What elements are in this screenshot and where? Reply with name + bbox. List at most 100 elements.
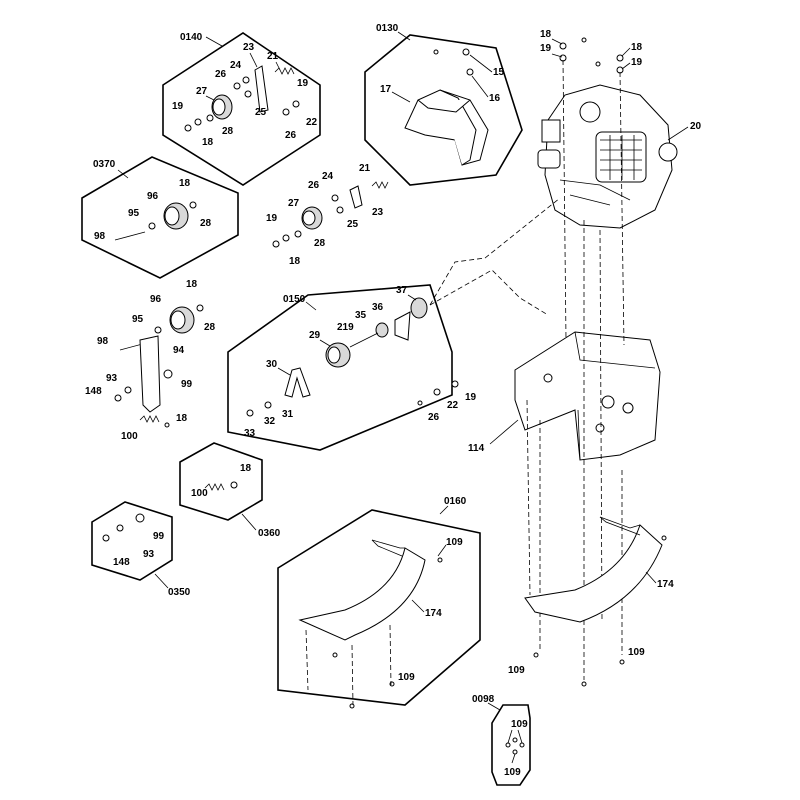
callout-28: 28 (204, 322, 216, 333)
callout-28: 28 (222, 126, 234, 137)
callout-18: 18 (176, 413, 188, 424)
callout-18: 18 (240, 463, 252, 474)
callout-93: 93 (106, 373, 118, 384)
group-0098-outline[interactable] (491, 704, 531, 786)
callout-19: 19 (465, 392, 477, 403)
pulley-cover-part[interactable] (404, 89, 489, 166)
callout-21: 21 (359, 163, 371, 174)
callout-109: 109 (628, 647, 645, 658)
callout-96: 96 (150, 294, 162, 305)
idler-arm-parts (114, 304, 204, 428)
callout-99: 99 (181, 379, 193, 390)
callout-20: 20 (690, 121, 702, 132)
callout-32: 32 (264, 416, 276, 427)
callout-95: 95 (128, 208, 140, 219)
group-label-0150: 0150 (283, 294, 306, 305)
callout-19: 19 (172, 101, 184, 112)
callout-96: 96 (147, 191, 159, 202)
callout-95: 95 (132, 314, 144, 325)
group-0370-outline[interactable] (81, 156, 239, 279)
callout-31: 31 (282, 409, 294, 420)
callout-18: 18 (289, 256, 301, 267)
callout-27: 27 (196, 86, 208, 97)
callout-24: 24 (322, 171, 334, 182)
callout-100: 100 (121, 431, 138, 442)
callout-100: 100 (191, 488, 208, 499)
callout-33: 33 (244, 428, 256, 439)
callout-109: 109 (511, 719, 528, 730)
callout-28: 28 (200, 218, 212, 229)
group-0140-parts (184, 65, 300, 132)
callout-27: 27 (288, 198, 300, 209)
callout-148: 148 (85, 386, 102, 397)
drive-pulley-part[interactable] (410, 297, 428, 319)
group-0360-outline[interactable] (179, 442, 263, 521)
callout-99: 99 (153, 531, 165, 542)
callout-109: 109 (508, 665, 525, 676)
callout-148: 148 (113, 557, 130, 568)
callout-109: 109 (446, 537, 463, 548)
callout-219: 219 (337, 322, 354, 333)
callout-19: 19 (631, 57, 643, 68)
callout-22: 22 (447, 400, 459, 411)
callout-25: 25 (255, 107, 267, 118)
skid-plate-part[interactable] (298, 539, 426, 641)
bracket-part[interactable] (254, 65, 269, 113)
callout-109: 109 (398, 672, 415, 683)
group-0350-parts (102, 513, 145, 542)
callout-37: 37 (396, 285, 408, 296)
callout-18: 18 (202, 137, 214, 148)
callout-18: 18 (179, 178, 191, 189)
callout-17: 17 (380, 84, 392, 95)
callout-23: 23 (243, 42, 255, 53)
callout-19: 19 (266, 213, 278, 224)
group-0150-parts (246, 297, 428, 417)
group-0140-outline[interactable] (162, 32, 321, 186)
engine-part[interactable] (537, 84, 678, 229)
idler-arm-part[interactable] (139, 335, 161, 413)
callout-26: 26 (428, 412, 440, 423)
callout-98: 98 (97, 336, 109, 347)
group-label-0140: 0140 (180, 32, 203, 43)
group-0350-outline[interactable] (91, 501, 173, 581)
callout-25: 25 (347, 219, 359, 230)
callout-19: 19 (540, 43, 552, 54)
callout-174: 174 (657, 579, 674, 590)
group-label-0350: 0350 (168, 587, 191, 598)
callout-18: 18 (540, 29, 552, 40)
callout-18: 18 (631, 42, 643, 53)
callout-98: 98 (94, 231, 106, 242)
group-label-0360: 0360 (258, 528, 281, 539)
group-label-0160: 0160 (444, 496, 467, 507)
callout-94: 94 (173, 345, 185, 356)
group-0370-parts (114, 201, 197, 241)
group-label-0370: 0370 (93, 159, 116, 170)
callout-174: 174 (425, 608, 442, 619)
callout-21: 21 (267, 51, 279, 62)
callout-109: 109 (504, 767, 521, 778)
callout-16: 16 (489, 93, 501, 104)
group-label-0130: 0130 (376, 23, 399, 34)
belt-route-dashed (429, 197, 561, 306)
callout-114: 114 (468, 443, 485, 454)
group-label-0098: 0098 (472, 694, 495, 705)
bearing-part[interactable] (375, 322, 389, 338)
callout-23: 23 (372, 207, 384, 218)
callout-26: 26 (308, 180, 320, 191)
callout-19: 19 (297, 78, 309, 89)
skid-plate-part[interactable] (524, 516, 663, 623)
belt-keeper-part[interactable] (284, 367, 311, 398)
group-0098-parts (505, 729, 525, 764)
frame-housing-part[interactable] (514, 331, 661, 461)
callout-35: 35 (355, 310, 367, 321)
callout-36: 36 (372, 302, 384, 313)
callout-30: 30 (266, 359, 278, 370)
group-0360-parts (204, 481, 238, 491)
callout-15: 15 (493, 67, 505, 78)
callout-26: 26 (215, 69, 227, 80)
idler-assembly-parts (272, 181, 389, 248)
callout-24: 24 (230, 60, 242, 71)
callout-18: 18 (186, 279, 198, 290)
callout-22: 22 (306, 117, 318, 128)
